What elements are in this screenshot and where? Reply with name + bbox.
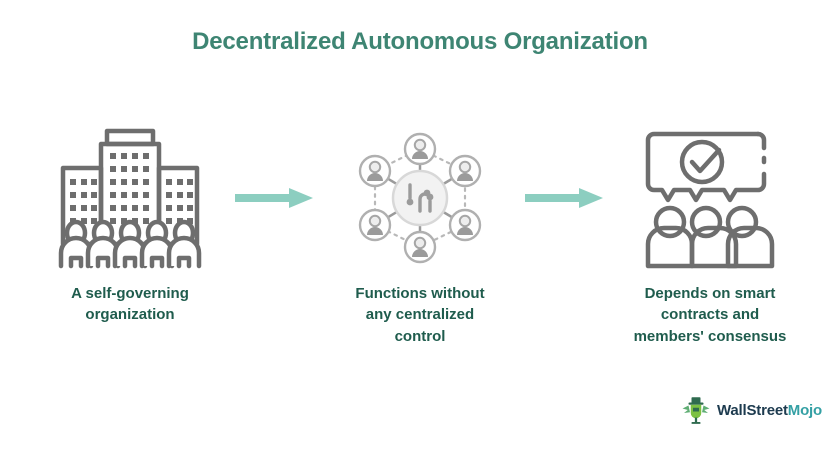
logo-wordmark: WallStreetMojo xyxy=(717,403,822,418)
steps-row xyxy=(0,118,840,278)
logo-text-accent: Mojo xyxy=(787,401,822,419)
caption-step-1: A self-governing organization xyxy=(71,285,189,324)
wallstreetmojo-logo[interactable]: WallStreetMojo xyxy=(681,395,822,425)
right-arrow-icon xyxy=(525,188,603,208)
arrow-1-wrap xyxy=(225,118,325,278)
right-arrow-icon xyxy=(235,188,313,208)
caption-gap-2 xyxy=(515,283,615,347)
captions-row: A self-governing organization Functions … xyxy=(0,283,840,347)
office-building-with-people-icon xyxy=(58,128,202,268)
arrow-2-wrap xyxy=(515,118,615,278)
decentralized-network-nodes-icon xyxy=(358,132,482,264)
logo-text-primary: WallStreet xyxy=(717,401,788,419)
avatar-node-group xyxy=(358,132,482,264)
caption-step-2: Functions without any centralized contro… xyxy=(355,285,485,345)
step-1 xyxy=(35,118,225,278)
caption-gap-1 xyxy=(225,283,325,347)
speech-bubble-check-with-people-icon xyxy=(645,131,775,268)
step-2 xyxy=(325,118,515,278)
page-title: Decentralized Autonomous Organization xyxy=(192,28,648,55)
caption-step-3: Depends on smart contracts and members' … xyxy=(633,285,787,345)
wallstreetmojo-bull-icon xyxy=(682,397,710,424)
step-3 xyxy=(615,118,805,278)
